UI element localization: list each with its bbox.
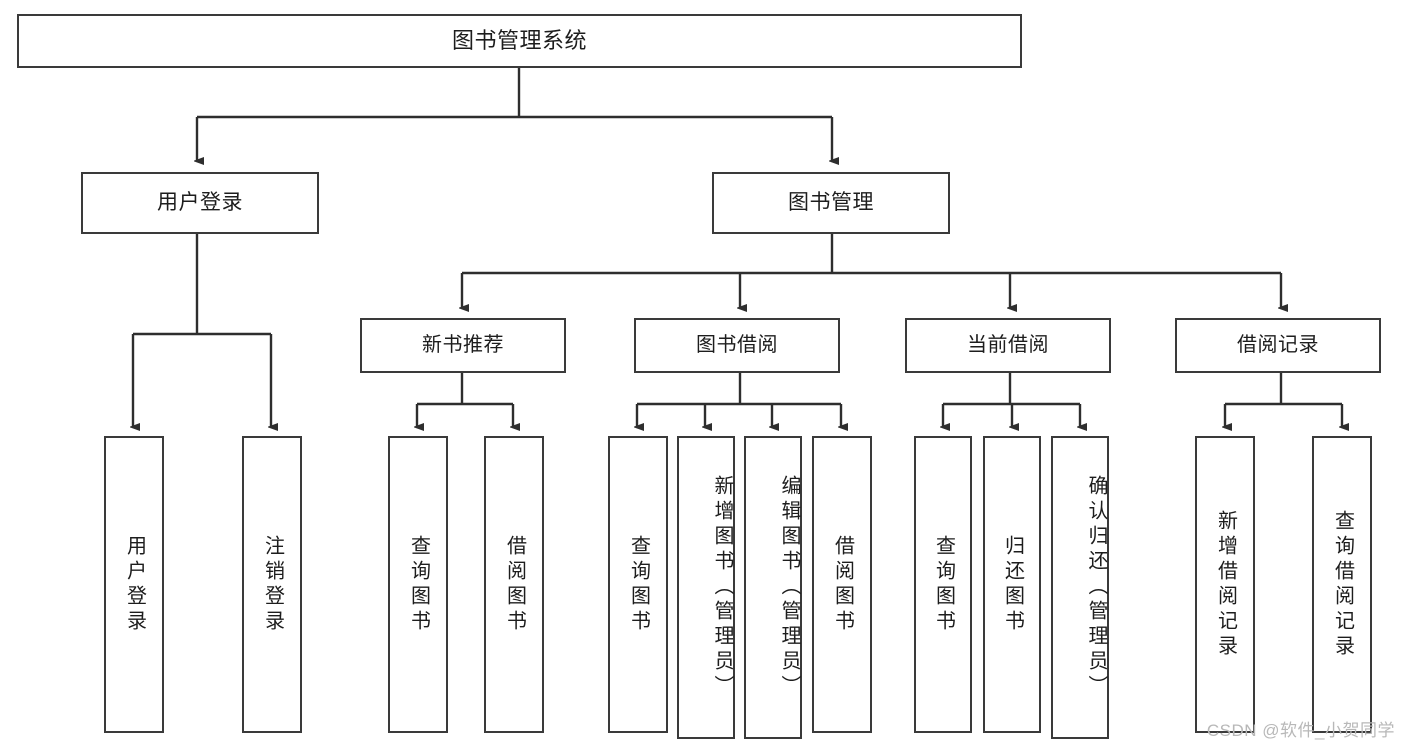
node-borrow-record[interactable]: 借阅记录 [1175,318,1381,373]
node-leaf-borrow-book-2[interactable]: 借阅图书 [812,436,872,733]
node-user-login-label: 用户登录 [157,190,243,214]
node-leaf-confirm-return[interactable]: 确认归还（管理员） [1051,436,1109,739]
node-borrow-record-label: 借阅记录 [1237,334,1319,356]
node-leaf-query-record[interactable]: 查询借阅记录 [1312,436,1372,733]
node-current-borrow-label: 当前借阅 [967,334,1049,356]
node-new-book-rec-label: 新书推荐 [422,334,504,356]
node-leaf-confirm-return-label: 确认归还（管理员） [1085,475,1107,700]
node-leaf-borrow-book-1[interactable]: 借阅图书 [484,436,544,733]
node-leaf-logout-login[interactable]: 注销登录 [242,436,302,733]
node-book-borrow-label: 图书借阅 [696,334,778,356]
node-leaf-add-book-label: 新增图书（管理员） [711,475,733,700]
node-leaf-add-record-label: 新增借阅记录 [1214,509,1237,660]
node-leaf-edit-book[interactable]: 编辑图书（管理员） [744,436,802,739]
node-current-borrow[interactable]: 当前借阅 [905,318,1111,373]
node-leaf-query-book-3[interactable]: 查询图书 [914,436,972,733]
node-leaf-user-login-label: 用户登录 [123,534,146,635]
node-leaf-query-book-2[interactable]: 查询图书 [608,436,668,733]
node-new-book-rec[interactable]: 新书推荐 [360,318,566,373]
node-root-label: 图书管理系统 [451,28,587,54]
node-leaf-add-book[interactable]: 新增图书（管理员） [677,436,735,739]
node-leaf-add-record[interactable]: 新增借阅记录 [1195,436,1255,733]
node-leaf-query-book-1[interactable]: 查询图书 [388,436,448,733]
node-book-manage-label: 图书管理 [788,190,874,214]
node-user-login[interactable]: 用户登录 [81,172,319,234]
node-leaf-query-book-3-label: 查询图书 [932,534,955,635]
node-root[interactable]: 图书管理系统 [17,14,1022,68]
node-leaf-user-login[interactable]: 用户登录 [104,436,164,733]
node-leaf-borrow-book-2-label: 借阅图书 [831,534,854,635]
node-leaf-query-book-1-label: 查询图书 [407,534,430,635]
node-leaf-query-record-label: 查询借阅记录 [1331,509,1354,660]
node-book-manage[interactable]: 图书管理 [712,172,950,234]
node-leaf-logout-login-label: 注销登录 [261,534,284,635]
node-leaf-return-book-label: 归还图书 [1001,534,1024,635]
node-leaf-return-book[interactable]: 归还图书 [983,436,1041,733]
node-leaf-borrow-book-1-label: 借阅图书 [503,534,526,635]
watermark: CSDN @软件_小贺同学 [1206,721,1395,740]
node-leaf-edit-book-label: 编辑图书（管理员） [778,475,800,700]
node-leaf-query-book-2-label: 查询图书 [627,534,650,635]
node-book-borrow[interactable]: 图书借阅 [634,318,840,373]
